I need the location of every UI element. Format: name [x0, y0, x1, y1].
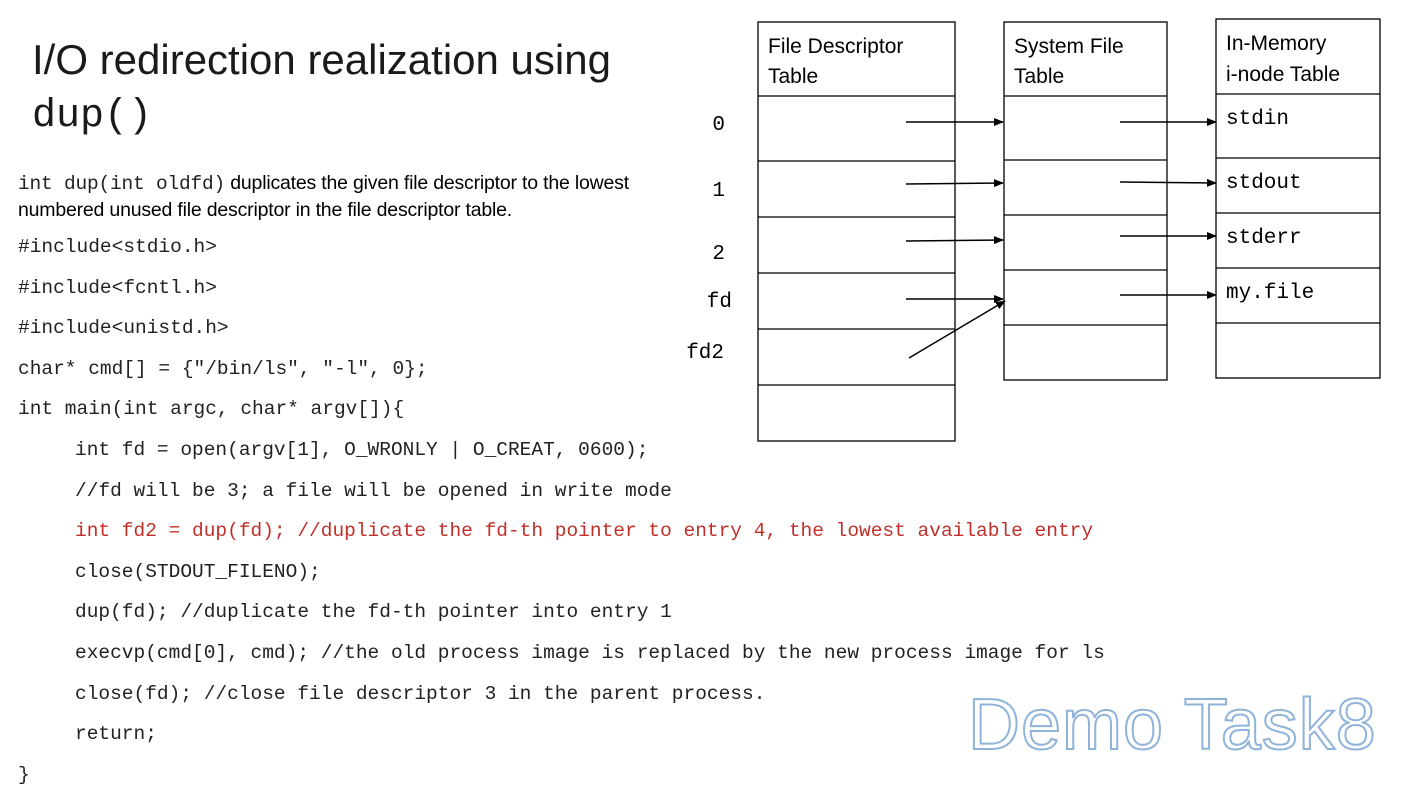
code-line-14: }	[18, 763, 30, 786]
fd-label-fd: fd	[707, 291, 732, 314]
inode-table-header-line-1: In-Memory	[1226, 32, 1327, 55]
fd-label-1: 1	[712, 180, 725, 203]
fd-to-sys-arrows	[905, 118, 1006, 359]
code-line-13: return;	[75, 723, 157, 746]
demo-task-watermark: Demo Task8	[967, 684, 1377, 766]
code-line-10: dup(fd); //duplicate the fd-th pointer i…	[75, 601, 672, 624]
code-line-5: int main(int argc, char* argv[]){	[18, 398, 405, 421]
fd-label-0: 0	[712, 114, 725, 137]
code-line-4: char* cmd[] = {"/bin/ls", "-l", 0};	[18, 357, 428, 380]
sys-table-header-line-2: Table	[1014, 65, 1064, 88]
fd-table-border	[757, 21, 956, 442]
code-line-2: #include<fcntl.h>	[18, 276, 217, 299]
arrow-fd1	[905, 179, 1004, 188]
code-block: #include<stdio.h> #include<fcntl.h> #inc…	[18, 231, 1105, 799]
sys-to-inode-arrows	[1119, 118, 1217, 299]
inode-entry-stdin: stdin	[1226, 108, 1289, 131]
inode-entry-stdout: stdout	[1226, 172, 1302, 195]
dup-description: int dup(int oldfd) duplicates the given …	[18, 170, 688, 223]
code-line-6: int fd = open(argv[1], O_WRONLY | O_CREA…	[75, 438, 649, 461]
dup-signature: int dup(int oldfd)	[18, 173, 226, 195]
inode-table-border	[1215, 18, 1381, 379]
system-file-table: System File Table	[1003, 21, 1168, 381]
code-line-1: #include<stdio.h>	[18, 236, 217, 258]
code-line-9: close(STDOUT_FILENO);	[75, 560, 321, 583]
code-line-3: #include<unistd.h>	[18, 317, 229, 340]
fd-table: File Descriptor Table	[757, 21, 956, 442]
code-line-12: close(fd); //close file descriptor 3 in …	[75, 682, 766, 705]
code-line-7: //fd will be 3; a file will be opened in…	[75, 479, 672, 502]
fd-label-2: 2	[712, 243, 725, 266]
fd-label-fd2: fd2	[686, 342, 724, 365]
dup-description-text: duplicates the given file descriptor to …	[18, 172, 629, 221]
inode-table: In-Memory i-node Table stdin stdout stde…	[1215, 18, 1381, 379]
inode-table-header-line-2: i-node Table	[1226, 63, 1340, 86]
arrow-fd2-entry	[905, 236, 1004, 245]
slide-title: I/O redirection realization using dup()	[32, 34, 611, 143]
arrow-sys-stdout	[1119, 178, 1217, 187]
arrow-fd2	[908, 300, 1006, 359]
title-line-2: dup()	[32, 94, 153, 139]
fd-labels: 0 1 2 fd fd2	[686, 114, 732, 365]
fd-table-header-line-1: File Descriptor	[768, 35, 903, 58]
fd-table-header-line-2: Table	[768, 65, 818, 88]
sys-table-header-line-1: System File	[1014, 35, 1124, 58]
title-line-1: I/O redirection realization using	[32, 36, 611, 83]
inode-entry-stderr: stderr	[1226, 227, 1302, 250]
code-line-11: execvp(cmd[0], cmd); //the old process i…	[75, 641, 1105, 664]
code-line-8-highlighted: int fd2 = dup(fd); //duplicate the fd-th…	[75, 520, 1094, 543]
inode-entry-my-file: my.file	[1226, 282, 1314, 305]
system-file-table-border	[1003, 21, 1168, 381]
